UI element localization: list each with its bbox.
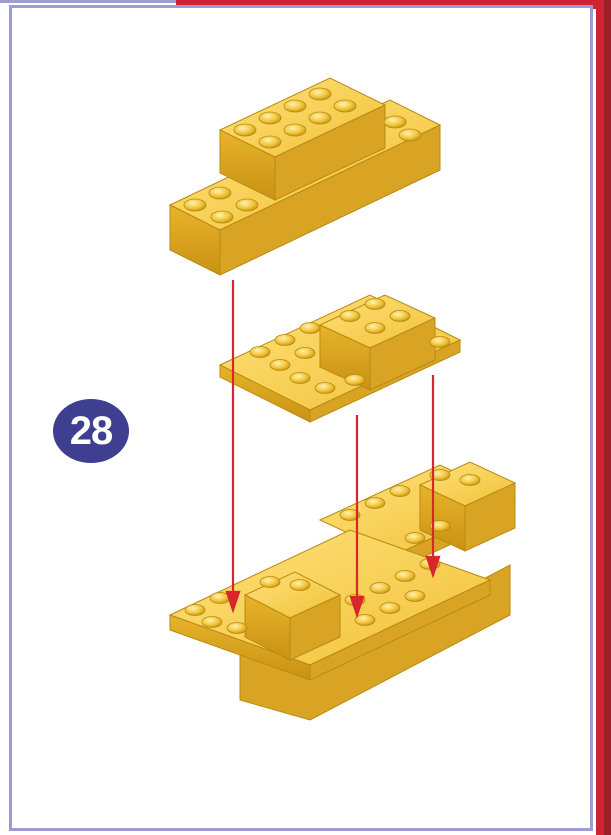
base-assembly [170, 462, 515, 720]
middle-plate-assembly [220, 295, 460, 422]
top-brick-assembly [170, 78, 440, 275]
frame-top-line [0, 0, 176, 3]
side-accent-shadow [604, 0, 611, 835]
step-number: 28 [70, 409, 113, 454]
brick-assembly-diagram [150, 60, 530, 740]
step-number-badge: 28 [53, 399, 129, 463]
